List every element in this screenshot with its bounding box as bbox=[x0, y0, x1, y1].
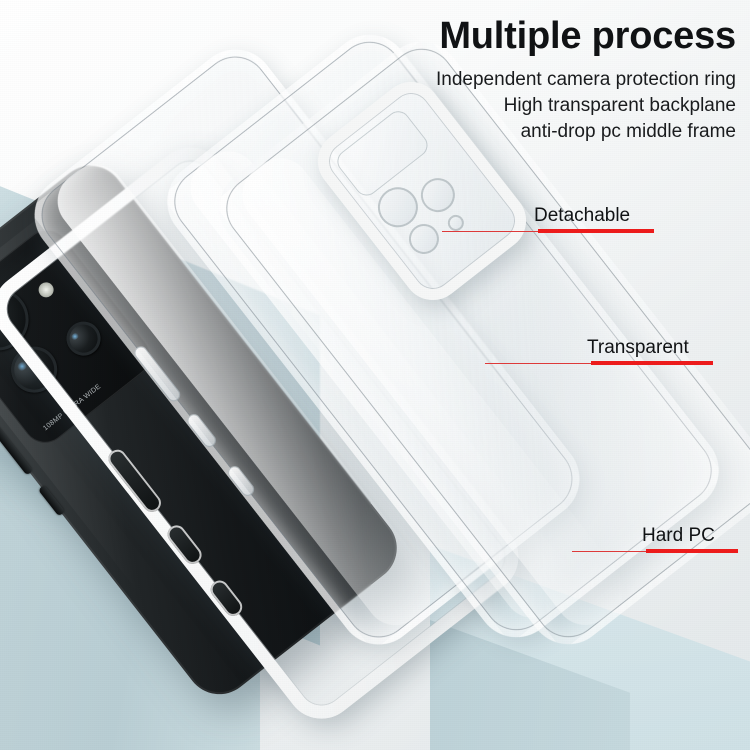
subtitle-line-3: anti-drop pc middle frame bbox=[520, 121, 736, 143]
callout-detachable: Detachable bbox=[442, 198, 742, 233]
page-title: Multiple process bbox=[439, 15, 736, 57]
underline-hard-pc bbox=[646, 549, 738, 553]
callout-transparent: Transparent bbox=[485, 330, 750, 365]
leader-line-detachable bbox=[442, 231, 542, 232]
callout-label-hard-pc: Hard PC bbox=[642, 525, 715, 546]
subtitle-list: Independent camera protection ring High … bbox=[316, 67, 736, 146]
ring-lens-hole-3 bbox=[402, 217, 446, 261]
callout-label-detachable: Detachable bbox=[534, 205, 631, 226]
callout-label-transparent: Transparent bbox=[587, 337, 689, 358]
heading-block: Multiple process Independent camera prot… bbox=[316, 15, 736, 146]
leader-line-hard-pc bbox=[572, 551, 650, 552]
subtitle-line-2: High transparent backplane bbox=[503, 95, 736, 117]
underline-transparent bbox=[591, 361, 713, 365]
callout-hard-pc: Hard PC bbox=[572, 518, 750, 553]
underline-detachable bbox=[538, 229, 654, 233]
leader-line-transparent bbox=[485, 363, 595, 364]
subtitle-line-1: Independent camera protection ring bbox=[436, 69, 736, 91]
